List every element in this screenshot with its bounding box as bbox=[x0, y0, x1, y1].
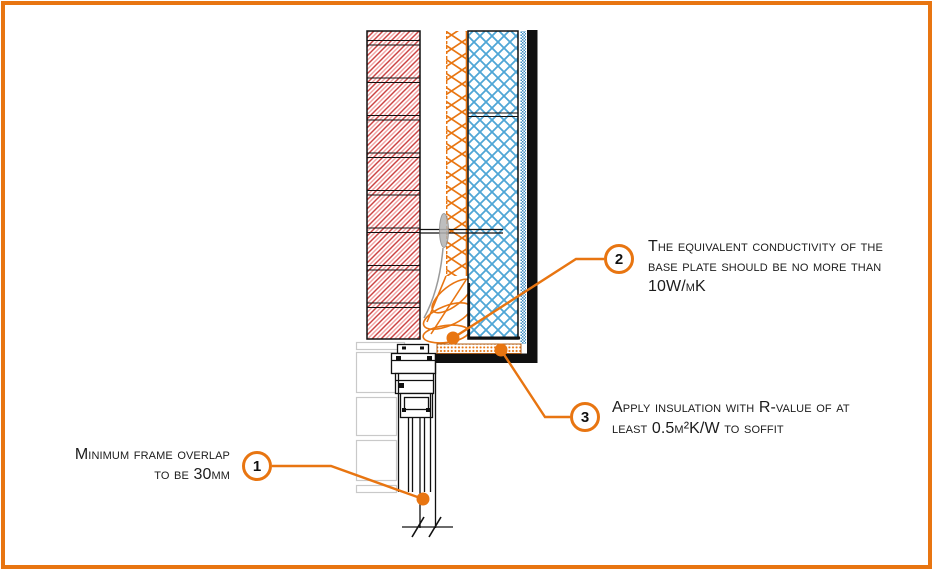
base-plate bbox=[434, 30, 538, 363]
wall-tie bbox=[420, 213, 503, 248]
callout-2-badge: 2 bbox=[604, 244, 634, 274]
callout-2-line-3: 10W/mK bbox=[648, 278, 706, 295]
rigid-insulation-board bbox=[467, 30, 520, 340]
break-marks bbox=[402, 516, 453, 538]
callout-3-line-1: Apply insulation with R-value of at bbox=[612, 399, 850, 416]
insulation-slump bbox=[422, 247, 473, 344]
callout-3-text: Apply insulation with R-value of at leas… bbox=[612, 397, 882, 439]
cavity-zigzag-insulation bbox=[446, 31, 468, 276]
window-frame-section bbox=[390, 343, 437, 528]
callout-3-number: 3 bbox=[580, 408, 590, 426]
callout-1-text: Minimum frame overlap to be 30mm bbox=[40, 445, 230, 485]
callout-2-line-1: The equivalent conductivity of the bbox=[648, 238, 883, 255]
callout-1-number: 1 bbox=[252, 457, 262, 475]
soffit-insulation-strip bbox=[436, 343, 522, 354]
callout-1-line-1: Minimum frame overlap bbox=[74, 446, 230, 463]
callout-2-number: 2 bbox=[614, 250, 624, 268]
callout-2-line-2: base plate should be no more than bbox=[648, 258, 882, 275]
callout-3-badge: 3 bbox=[570, 402, 600, 432]
callout-1-line-2: to be 30mm bbox=[154, 466, 230, 483]
leader-lines bbox=[272, 257, 604, 501]
callout-3-line-2: least 0.5m²K/W to soffit bbox=[612, 420, 784, 437]
render-finish-strip bbox=[520, 31, 526, 344]
brick-outer-leaf bbox=[366, 30, 421, 340]
leader-dots bbox=[416, 331, 508, 506]
callout-2-text: The equivalent conductivity of the base … bbox=[648, 237, 908, 297]
callout-1-badge: 1 bbox=[242, 451, 272, 481]
